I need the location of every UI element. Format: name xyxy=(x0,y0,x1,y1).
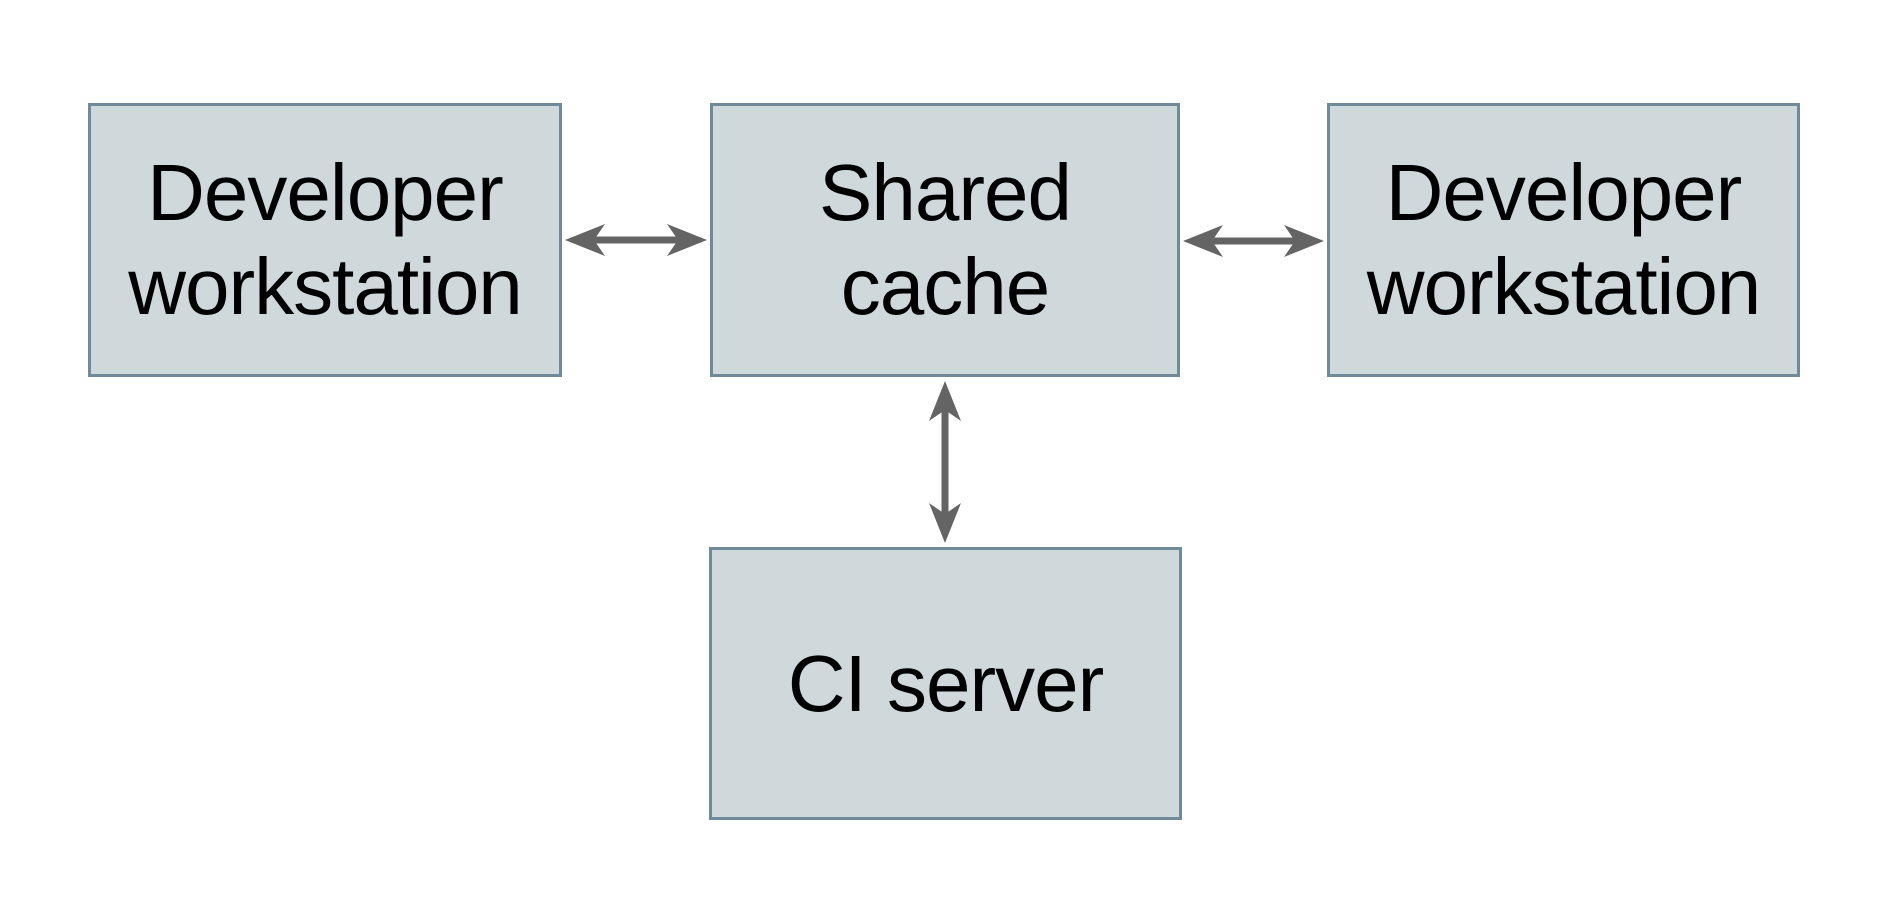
node-label: CI server xyxy=(788,637,1104,731)
node-developer-workstation-left: Developer workstation xyxy=(88,103,562,377)
node-label-line: Shared xyxy=(819,148,1072,237)
bidirectional-arrow-shared-cache-ci-server xyxy=(929,381,961,543)
arrowhead-up-icon xyxy=(929,381,961,421)
node-label: Shared cache xyxy=(819,146,1072,334)
bidirectional-arrow-shared-cache-workstation-right xyxy=(1183,225,1324,257)
arrowhead-left-icon xyxy=(565,224,605,256)
node-label-line: workstation xyxy=(128,242,523,331)
node-developer-workstation-right: Developer workstation xyxy=(1327,103,1800,377)
arrowhead-right-icon xyxy=(667,224,707,256)
node-label: Developer workstation xyxy=(1366,146,1762,334)
node-label-line: Developer xyxy=(1385,148,1743,237)
node-shared-cache: Shared cache xyxy=(710,103,1180,377)
arrowhead-left-icon xyxy=(1183,225,1223,257)
arrowhead-down-icon xyxy=(929,503,961,543)
node-label: Developer workstation xyxy=(128,146,523,334)
arrowhead-right-icon xyxy=(1284,225,1324,257)
node-label-line: cache xyxy=(840,242,1050,331)
bidirectional-arrow-workstation-left-shared-cache xyxy=(565,224,707,256)
node-label-line: CI server xyxy=(787,638,1104,728)
node-label-line: workstation xyxy=(1366,242,1762,331)
node-ci-server: CI server xyxy=(709,547,1182,820)
node-label-line: Developer xyxy=(147,148,504,237)
